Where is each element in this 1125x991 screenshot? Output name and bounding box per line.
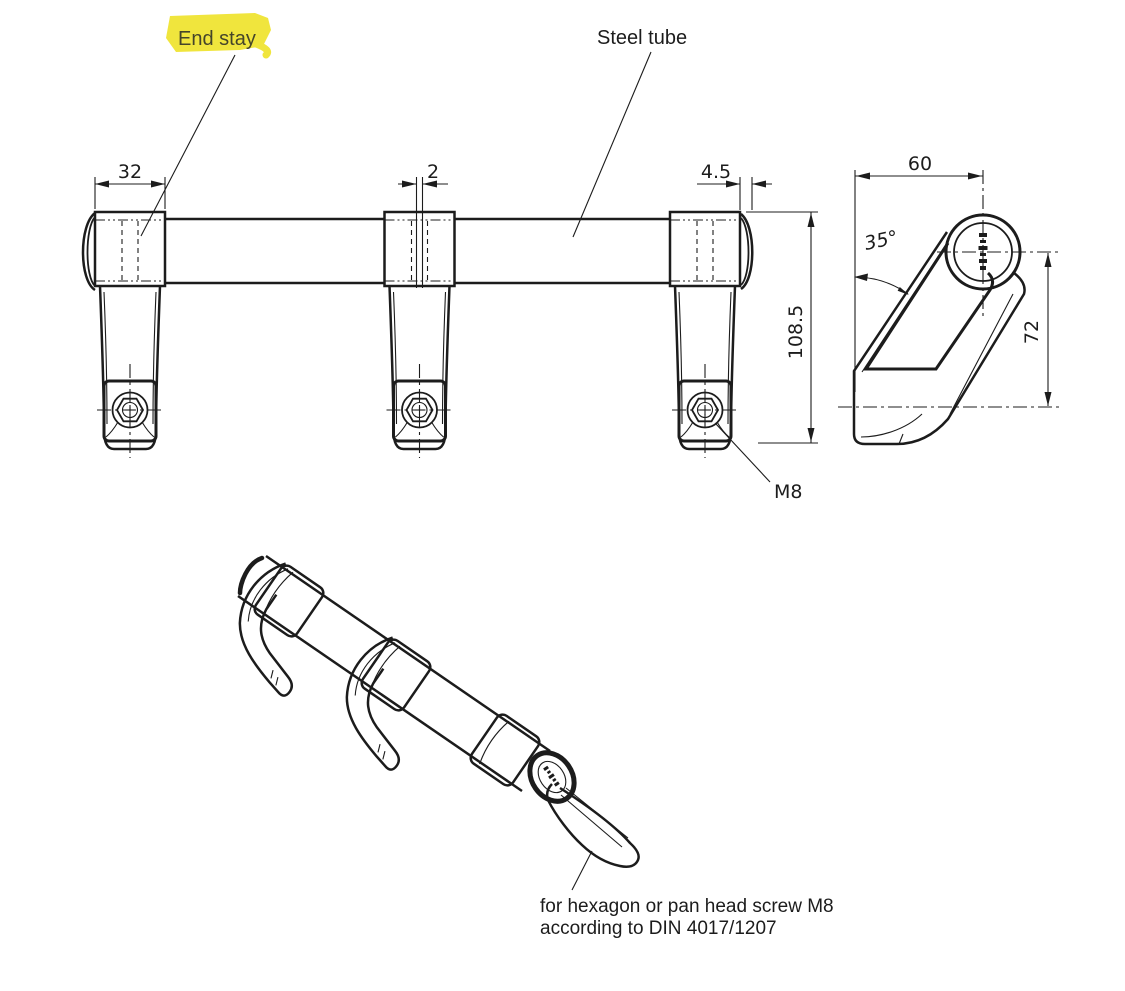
iso-tube-bottom-edge bbox=[237, 594, 523, 793]
tube-left-end-cap bbox=[81, 212, 96, 292]
dimension-stay-width: 32 bbox=[94, 161, 166, 209]
dim-value-72: 72 bbox=[1021, 320, 1043, 344]
highlight-marker bbox=[166, 13, 271, 52]
iso-end-ring bbox=[527, 750, 577, 804]
side-stay-outline bbox=[852, 231, 1026, 446]
iso-collar-end bbox=[469, 713, 541, 787]
foot-inner-curve bbox=[860, 413, 923, 438]
screw-note-line1: for hexagon or pan head screw M8 bbox=[540, 896, 834, 917]
dim-value-35deg: 35° bbox=[862, 226, 900, 255]
dimension-end-protrusion: 4.5 bbox=[697, 161, 772, 210]
m8-label: M8 bbox=[774, 481, 802, 503]
side-view: 60 35° 72 bbox=[838, 153, 1060, 446]
m8-callout: M8 bbox=[715, 423, 802, 503]
foot-tick bbox=[898, 433, 904, 445]
tube-section-outer-circle bbox=[944, 213, 1022, 291]
dimension-angle: 35° bbox=[854, 226, 909, 295]
isometric-view: for hexagon or pan head screw M8 accordi… bbox=[210, 554, 834, 939]
brand-mark-iso-icon bbox=[543, 765, 560, 787]
end-stay-callout: End stay bbox=[140, 13, 272, 237]
steel-tube-label: Steel tube bbox=[597, 27, 687, 49]
steel-tube-leader bbox=[572, 51, 652, 238]
steel-tube-callout: Steel tube bbox=[572, 27, 687, 238]
dimension-wall-thickness: 2 bbox=[398, 161, 448, 288]
front-stay-left bbox=[93, 210, 167, 460]
front-stay-middle bbox=[383, 210, 456, 460]
dim-value-108-5: 108.5 bbox=[785, 305, 807, 359]
dimension-overall-height: 108.5 bbox=[746, 211, 818, 444]
highlight-marker-tail bbox=[252, 40, 272, 59]
end-stay-label: End stay bbox=[178, 28, 256, 50]
side-wall-inner-line-right bbox=[949, 293, 1014, 415]
tube-right-end-cap bbox=[740, 213, 754, 291]
iso-stay-hook-middle bbox=[317, 628, 457, 774]
dim-value-60: 60 bbox=[908, 153, 932, 175]
iso-collar-middle bbox=[360, 638, 432, 712]
brand-mark-icon bbox=[978, 233, 988, 270]
dimension-axis-to-foot: 72 bbox=[1021, 253, 1052, 406]
steel-tube-outline bbox=[165, 217, 670, 285]
front-stay-right bbox=[668, 210, 742, 460]
screw-note-callout: for hexagon or pan head screw M8 accordi… bbox=[540, 850, 834, 939]
dim-value-4-5: 4.5 bbox=[701, 161, 731, 183]
iso-collar-left bbox=[253, 564, 325, 638]
iso-stay-hook-left bbox=[210, 554, 350, 700]
front-view: 32 2 4.5 108.5 bbox=[81, 161, 818, 503]
screw-note-line2: according to DIN 4017/1207 bbox=[540, 918, 777, 939]
iso-end-foot bbox=[545, 783, 640, 868]
tube-section-inner-circle bbox=[953, 222, 1013, 282]
end-stay-leader bbox=[140, 54, 236, 237]
iso-tube-left-cap bbox=[237, 555, 265, 596]
dimension-stay-depth: 60 bbox=[854, 153, 983, 392]
side-window bbox=[863, 242, 995, 371]
dim-value-2: 2 bbox=[427, 161, 439, 183]
iso-tube-top-edge bbox=[265, 554, 551, 753]
dim-value-32: 32 bbox=[118, 161, 142, 183]
